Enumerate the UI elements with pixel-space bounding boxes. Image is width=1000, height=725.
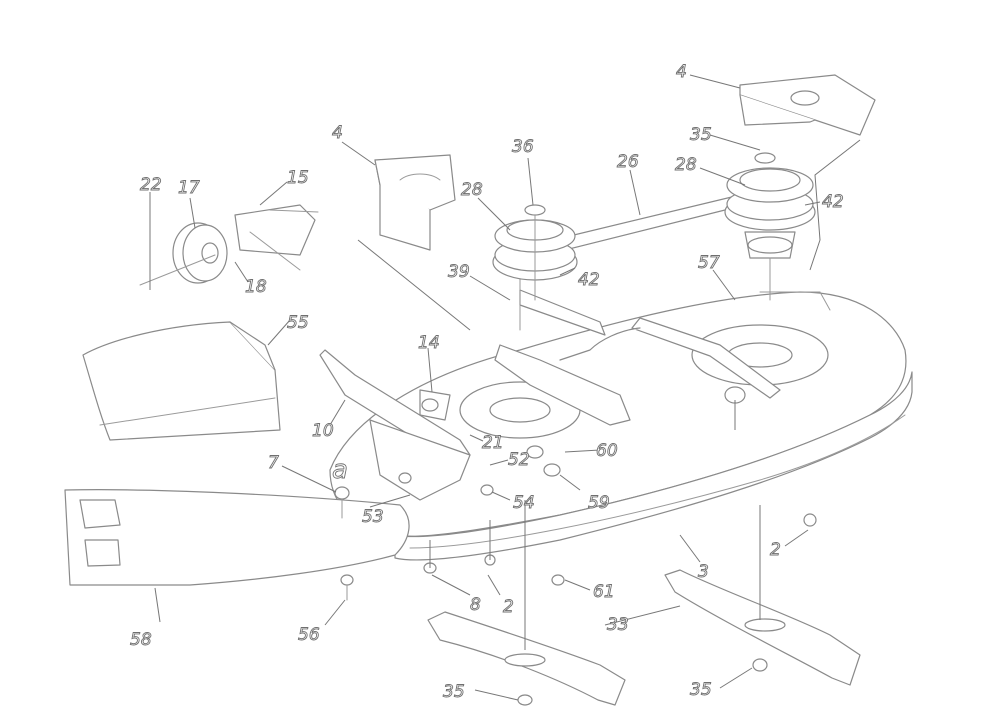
callout-55: 55 [287, 313, 309, 333]
callout-3: 3 [698, 562, 709, 582]
callout-35-right: 35 [690, 680, 712, 700]
callout-14: 14 [418, 333, 440, 353]
callout-4-right: 4 [676, 62, 687, 82]
bracket-left [374, 154, 456, 251]
callout-58: 58 [130, 630, 152, 650]
hardware [334, 445, 817, 706]
callout-4-left: 4 [332, 123, 343, 143]
callout-8: 8 [470, 595, 481, 615]
callout-2-left: 2 [503, 597, 514, 617]
callout-35-top: 35 [690, 125, 712, 145]
leader-lines [149, 74, 821, 701]
callout-22: 22 [140, 175, 162, 195]
callout-a: a [332, 455, 348, 485]
callout-39: 39 [448, 262, 470, 282]
callout-54: 54 [513, 493, 535, 513]
callout-52: 52 [508, 450, 530, 470]
callout-21: 21 [482, 433, 504, 453]
callout-56: 56 [298, 625, 320, 645]
callout-7: 7 [268, 453, 279, 473]
callout-53: 53 [362, 507, 384, 527]
pulley-left [492, 204, 578, 301]
guide-lines [357, 139, 861, 650]
idler-assembly [139, 204, 319, 286]
callout-60: 60 [596, 441, 618, 461]
callout-59: 59 [588, 493, 610, 513]
callout-42-right: 42 [822, 192, 844, 212]
callout-36: 36 [512, 137, 534, 157]
callout-10: 10 [312, 421, 334, 441]
mower-deck [329, 291, 913, 561]
callout-18: 18 [245, 277, 267, 297]
callout-15: 15 [287, 168, 309, 188]
callout-28-right: 28 [675, 155, 697, 175]
callout-2-right: 2 [770, 540, 781, 560]
blade-right [664, 569, 861, 686]
blade-left [427, 611, 626, 706]
pulley-right [724, 152, 816, 301]
callout-42-left: 42 [578, 270, 600, 290]
bracket-right [739, 74, 876, 136]
chute-deflector [82, 321, 281, 441]
callout-57: 57 [698, 253, 720, 273]
front-shield [64, 489, 410, 586]
callout-35-left: 35 [443, 682, 465, 702]
adjust-linkage [319, 349, 471, 501]
callout-17: 17 [178, 178, 200, 198]
callout-61: 61 [593, 582, 615, 602]
callout-33: 33 [607, 615, 629, 635]
callouts: 4 4 36 35 28 28 26 42 42 22 17 15 18 39 … [130, 62, 845, 703]
callout-28-left: 28 [461, 180, 483, 200]
callout-26: 26 [617, 152, 639, 172]
